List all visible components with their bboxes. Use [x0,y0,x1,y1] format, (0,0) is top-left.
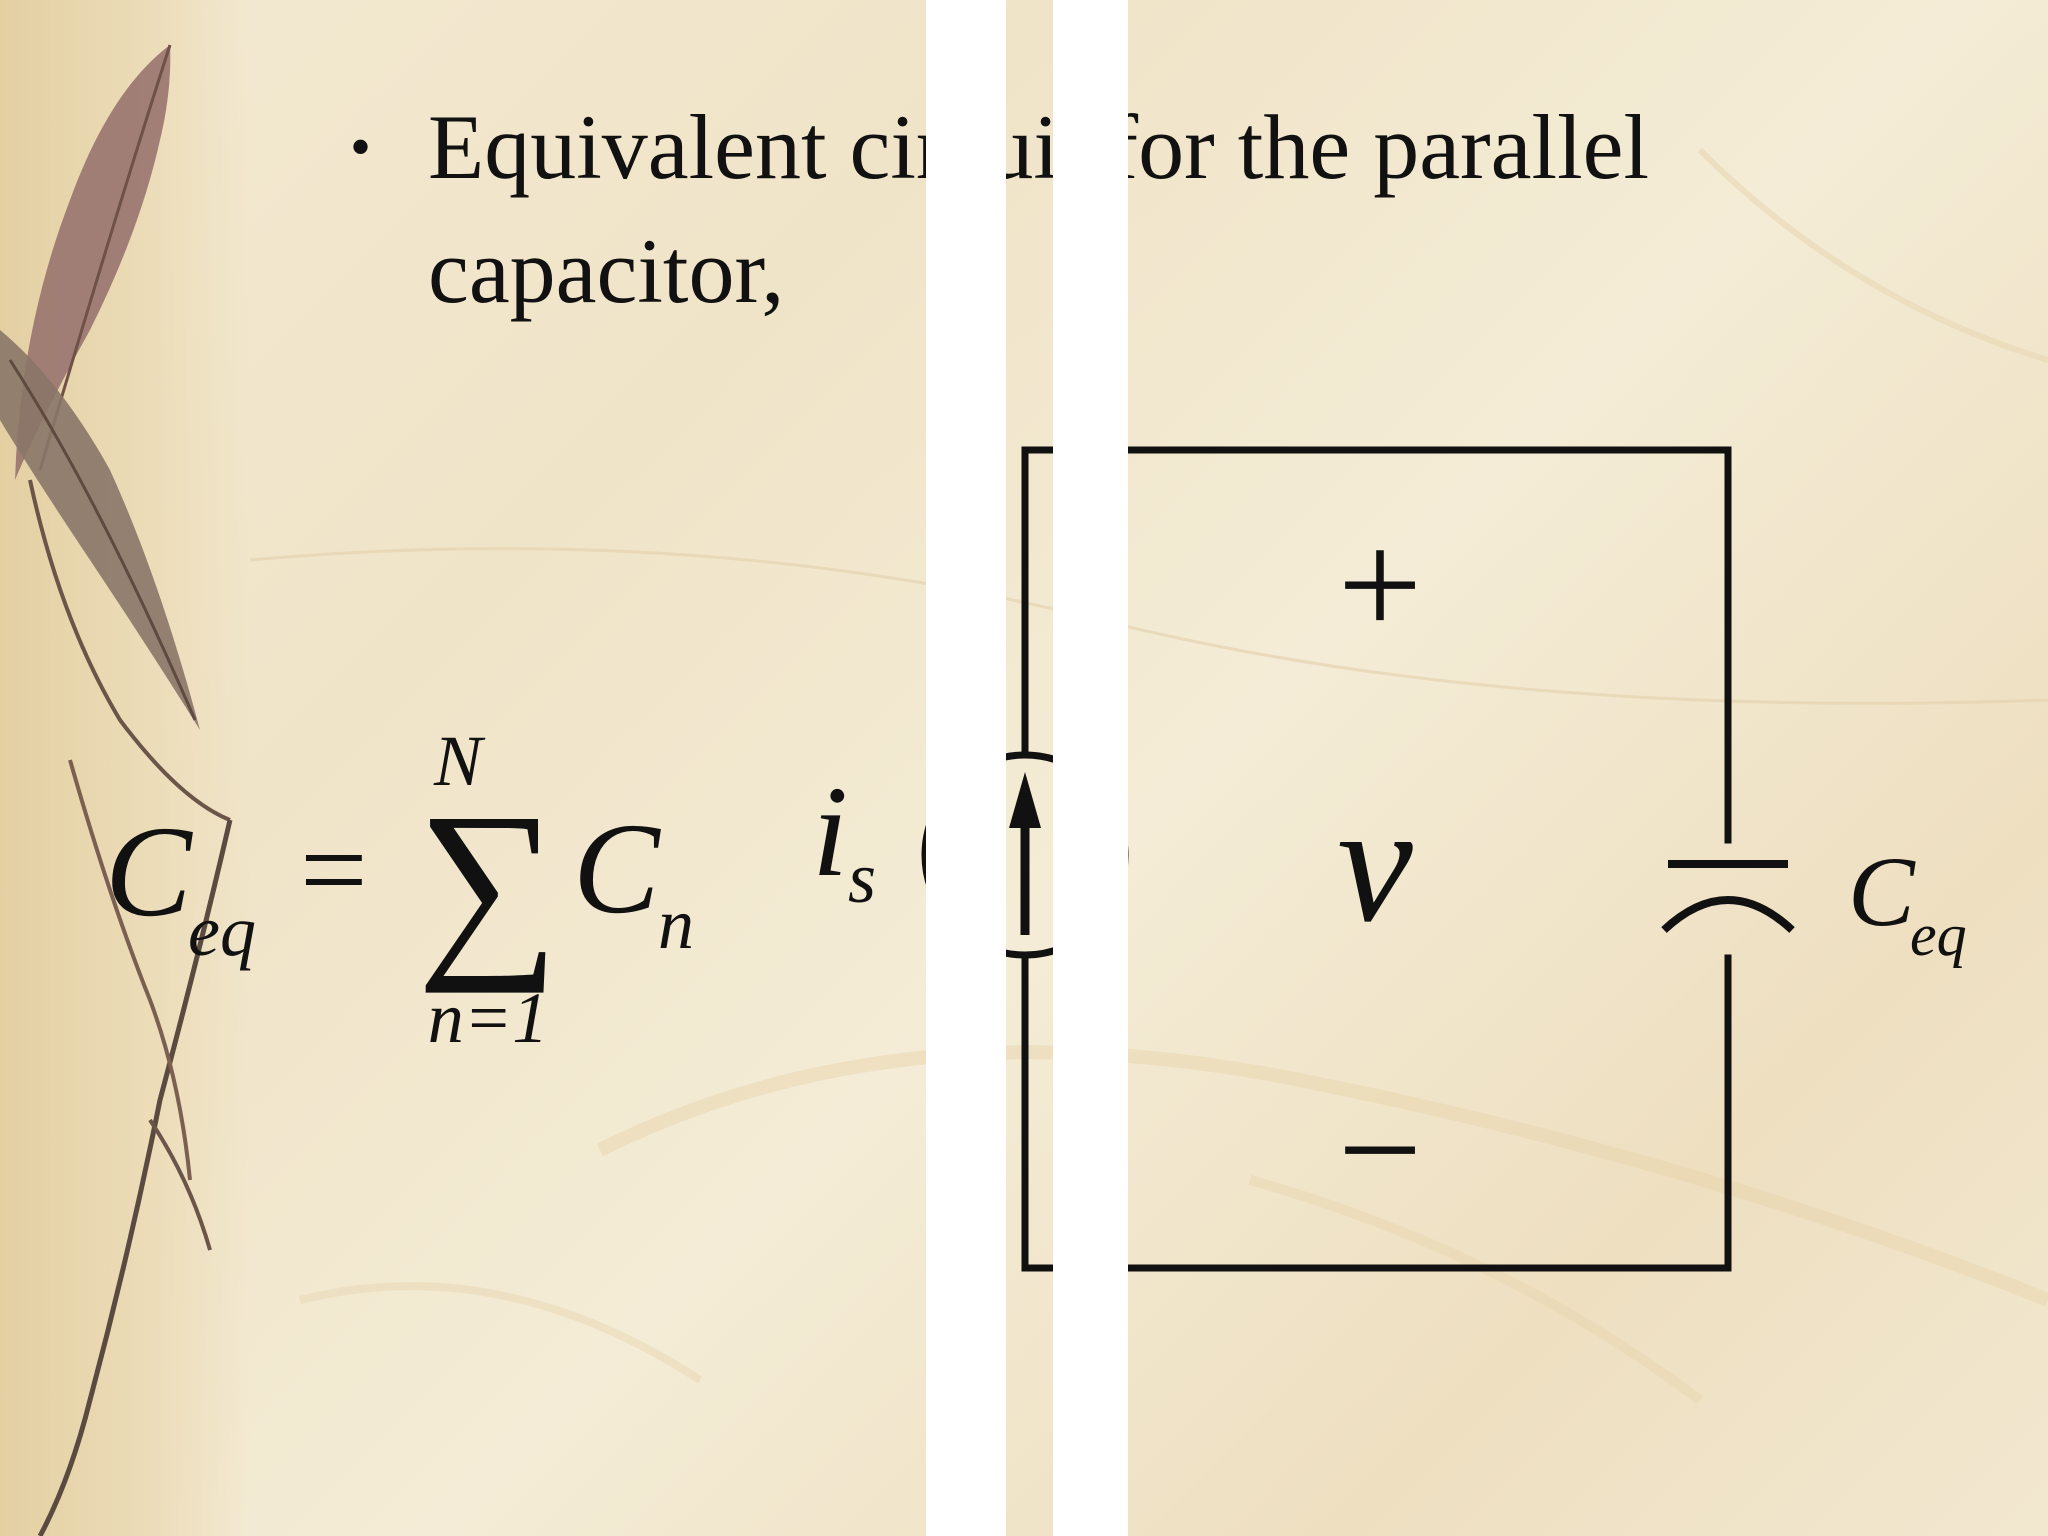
overlay-bar-right [1053,0,1128,1536]
equation-lhs-symbol: C [105,800,193,944]
overlay-bar-left [926,0,1006,1536]
source-subscript: s [848,838,876,918]
capacitor-label: C [1848,836,1916,947]
voltage-label: v [1337,769,1413,957]
circuit-wires [1021,446,1732,1272]
voltage-minus: − [1338,1067,1423,1233]
equation-term-symbol: C [573,797,661,941]
bullet-text-line2: capacitor, [428,220,785,322]
equation-sum-sign: ∑ [417,773,560,994]
equation-equals: = [300,803,368,936]
bullet-icon: • [350,114,372,180]
equation-sum-lower: n=1 [428,978,549,1058]
voltage-plus: + [1338,502,1423,668]
equation-sum-upper: N [433,721,486,801]
source-label: i [812,760,848,904]
capacitor-symbol [1661,860,1795,933]
leaf-decoration-image [0,44,233,1536]
equation-lhs-subscript: eq [188,891,256,971]
left-decor-strip [0,0,250,1536]
equation-term-subscript: n [658,884,694,964]
capacitor-subscript: eq [1910,902,1967,968]
bullet-point: • Equivalent circuit for the parallel ca… [350,85,1800,333]
bullet-text-line1: Equivalent circuit for the parallel [428,96,1650,198]
